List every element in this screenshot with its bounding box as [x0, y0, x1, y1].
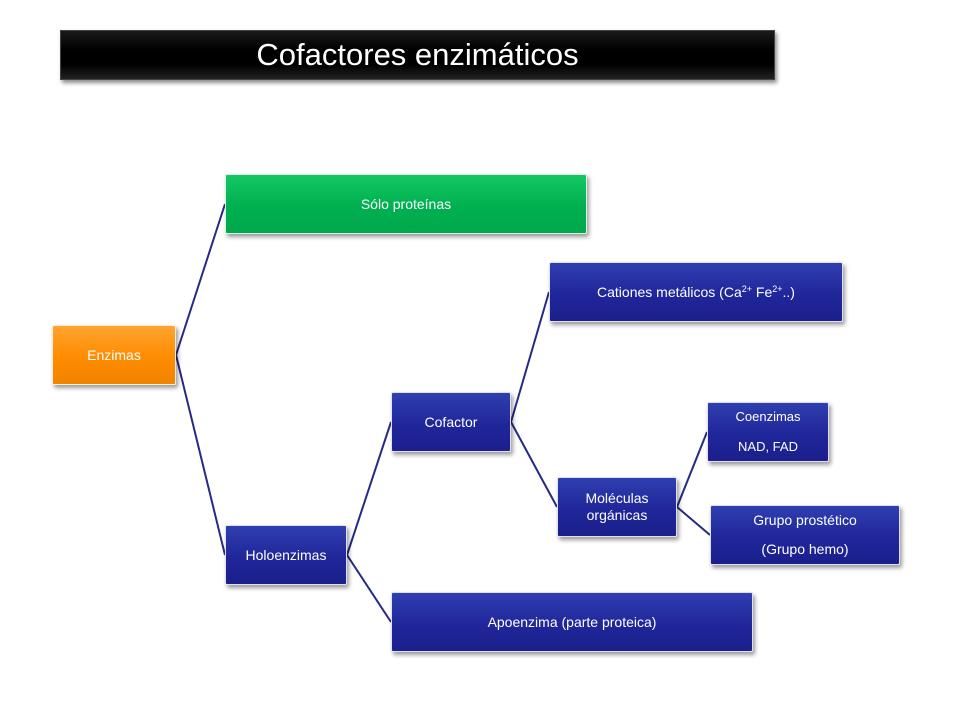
connector-enzimas-holoenzimas [175, 354, 226, 556]
node-cationes: Cationes metálicos (Ca2+ Fe2+..) [549, 262, 843, 322]
connector-moleculas-coenzimas [676, 431, 708, 508]
node-solo-proteinas-label: Sólo proteínas [360, 195, 452, 212]
cationes-text-middle: Fe [752, 283, 773, 300]
connector-holoenzimas-apoenzima [346, 554, 392, 623]
grupo-line2: (Grupo hemo) [761, 541, 849, 557]
page-title: Cofactores enzimáticos [256, 37, 579, 72]
cationes-text-prefix: Cationes metálicos (Ca [597, 283, 742, 300]
node-cofactor-label: Cofactor [424, 413, 478, 430]
node-enzimas: Enzimas [52, 325, 176, 385]
connector-holoenzimas-cofactor [346, 421, 392, 556]
cationes-sup-iron: 2+ [772, 283, 783, 294]
connector-cofactor-moleculas [510, 421, 558, 508]
coenzimas-line2: NAD, FAD [738, 439, 798, 454]
cationes-sup-calcium: 2+ [741, 283, 753, 294]
connector-enzimas-solo-proteinas [175, 203, 226, 356]
connector-cofactor-cationes [510, 291, 550, 423]
title-bar: Cofactores enzimáticos [60, 30, 775, 80]
cationes-text-suffix: ..) [782, 283, 795, 300]
node-grupo-prostetico: Grupo prostético (Grupo hemo) [710, 505, 900, 565]
node-moleculas: Moléculas orgánicas [557, 477, 677, 537]
coenzimas-line1: Coenzimas [735, 409, 801, 425]
connector-moleculas-grupo [676, 506, 711, 536]
node-coenzimas: Coenzimas NAD, FAD [707, 402, 829, 462]
node-solo-proteinas: Sólo proteínas [225, 174, 587, 234]
node-holoenzimas: Holoenzimas [225, 525, 347, 585]
moleculas-line2: orgánicas [586, 507, 648, 523]
node-cofactor: Cofactor [391, 392, 511, 452]
grupo-line1: Grupo prostético [753, 512, 857, 529]
node-holoenzimas-label: Holoenzimas [245, 546, 327, 563]
node-apoenzima: Apoenzima (parte proteica) [391, 592, 753, 652]
node-apoenzima-label: Apoenzima (parte proteica) [487, 613, 657, 630]
node-enzimas-label: Enzimas [87, 346, 141, 363]
node-cationes-label: Cationes metálicos (Ca2+ Fe2+..) [597, 284, 795, 301]
moleculas-line1: Moléculas [585, 490, 649, 507]
